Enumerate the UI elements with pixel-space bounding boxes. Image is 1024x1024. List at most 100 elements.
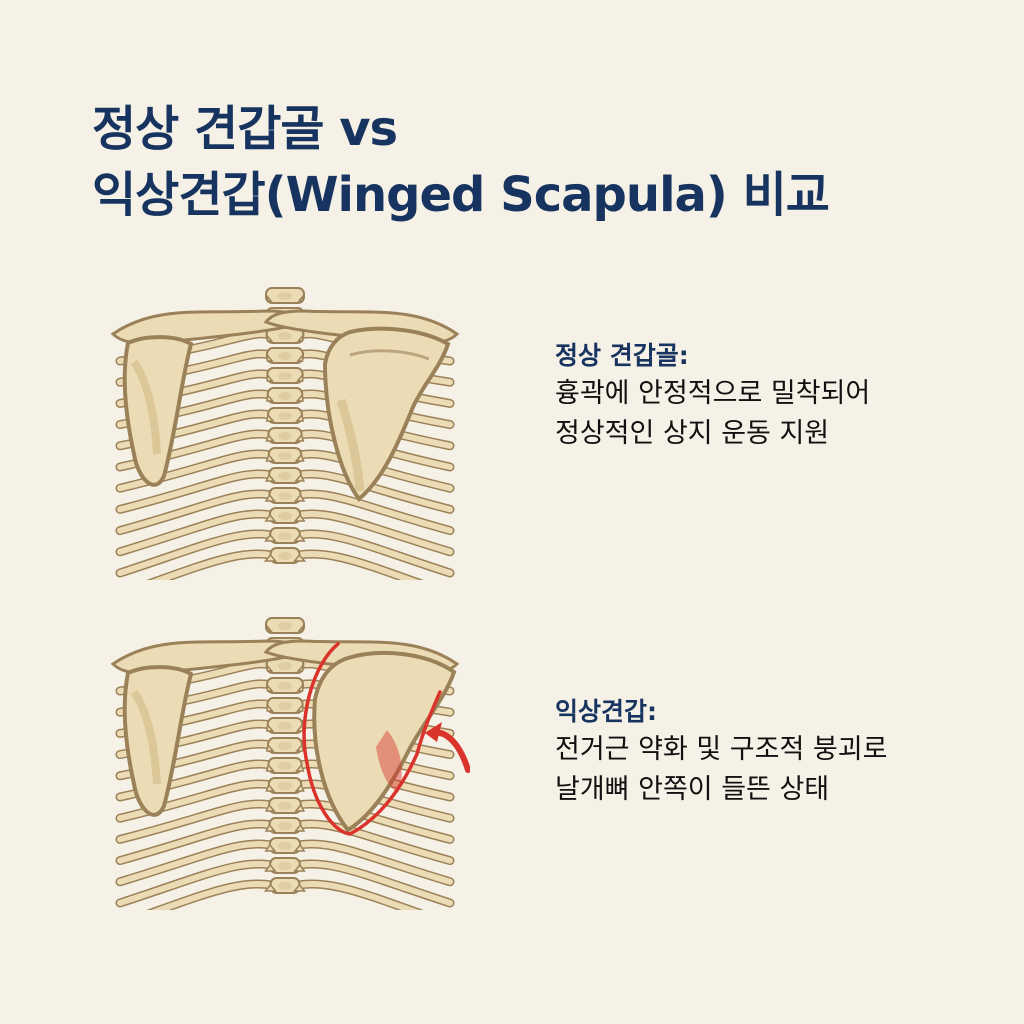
- vertebra-left-process: [265, 413, 275, 422]
- vertebra-left-process: [265, 743, 275, 752]
- vertebra-left-process: [265, 783, 276, 792]
- vertebra-left-process: [266, 682, 274, 692]
- vertebra-shading: [278, 372, 292, 380]
- vertebra-right-process: [295, 413, 305, 422]
- vertebra-left-process: [266, 703, 275, 712]
- vertebra-shading: [278, 622, 292, 630]
- vertebra-shading: [278, 742, 292, 750]
- vertebra-shading: [278, 352, 292, 360]
- vertebra-left-process: [265, 662, 274, 672]
- vertebra-right-process: [295, 393, 304, 402]
- vertebra-shading: [278, 292, 292, 300]
- title-line-2: 익상견갑(Winged Scapula) 비교: [92, 167, 830, 223]
- vertebra-shading: [278, 492, 292, 500]
- title-line-1: 정상 견갑골 vs: [92, 101, 398, 157]
- right-scapula-spine: [349, 349, 430, 361]
- vertebra-left-process: [265, 453, 276, 462]
- vertebra-shading: [278, 552, 292, 560]
- vertebra-left-process: [264, 823, 277, 832]
- winged-scapula-illustration: [100, 610, 470, 910]
- vertebra-left-process: [266, 723, 275, 732]
- vertebra-shading: [278, 702, 292, 710]
- curved-arrow-head-icon: [425, 722, 442, 742]
- vertebra-left-process: [264, 473, 276, 482]
- vertebra-right-process: [295, 703, 304, 712]
- vertebra-right-process: [292, 883, 307, 892]
- vertebra-right-process: [295, 373, 304, 382]
- vertebra-shading: [278, 662, 292, 670]
- vertebra-left-process: [263, 553, 278, 562]
- normal-scapula-illustration: [100, 280, 470, 580]
- vertebra-shading: [278, 682, 292, 690]
- vertebra-left-process: [266, 373, 275, 382]
- page-title: 정상 견갑골 vs 익상견갑(Winged Scapula) 비교: [92, 96, 972, 228]
- normal-scapula-caption: 정상 견갑골: 흉곽에 안정적으로 밀착되어 정상적인 상지 운동 지원: [555, 338, 985, 454]
- vertebra-shading: [278, 722, 292, 730]
- vertebra-shading: [278, 532, 292, 540]
- vertebra-left-process: [265, 624, 273, 632]
- vertebra-shading: [278, 882, 292, 890]
- winged-caption-heading: 익상견갑:: [555, 697, 657, 726]
- vertebra-left-process: [265, 332, 274, 342]
- vertebra-right-process: [296, 332, 305, 342]
- vertebra-right-process: [293, 513, 306, 522]
- vertebra-right-process: [293, 863, 306, 872]
- vertebra-left-process: [266, 352, 274, 362]
- vertebra-right-process: [294, 763, 305, 772]
- vertebra-right-process: [295, 743, 305, 752]
- vertebra-right-process: [297, 624, 305, 632]
- vertebra-shading: [278, 392, 292, 400]
- vertebra-shading: [278, 512, 292, 520]
- vertebra-shading: [278, 332, 292, 340]
- vertebra-right-process: [294, 433, 305, 442]
- vertebra-left-process: [264, 533, 277, 542]
- normal-caption-line-1: 흉곽에 안정적으로 밀착되어: [555, 378, 871, 409]
- vertebra-right-process: [296, 682, 304, 692]
- vertebra-left-process: [264, 803, 276, 812]
- vertebra-left-process: [264, 513, 277, 522]
- vertebra-right-process: [293, 533, 306, 542]
- vertebra-left-process: [264, 843, 277, 852]
- vertebra-left-process: [266, 393, 275, 402]
- vertebra-right-process: [293, 843, 306, 852]
- vertebra-shading: [278, 822, 292, 830]
- vertebra-right-process: [294, 803, 306, 812]
- normal-caption-line-2: 정상적인 상지 운동 지원: [555, 418, 830, 449]
- winged-rib-cage-svg: [110, 617, 470, 910]
- normal-rib-cage-svg: [110, 287, 460, 580]
- vertebra-right-process: [294, 453, 305, 462]
- vertebra-shading: [278, 452, 292, 460]
- vertebra-left-process: [264, 493, 277, 502]
- winged-right-scapula: [312, 650, 457, 833]
- vertebra-shading: [278, 472, 292, 480]
- left-scapula-shading: [130, 689, 161, 785]
- vertebra-shading: [278, 802, 292, 810]
- vertebra-shading: [278, 782, 292, 790]
- vertebra-left-process: [263, 883, 278, 892]
- vertebra-right-process: [296, 662, 305, 672]
- right-scapula-shading: [336, 398, 365, 492]
- winged-scapula-outline: [302, 642, 442, 836]
- vertebra-right-process: [294, 473, 306, 482]
- left-scapula-shading: [130, 359, 161, 455]
- vertebra-shading: [278, 862, 292, 870]
- vertebra-shading: [278, 412, 292, 420]
- vertebra-left-process: [265, 294, 273, 302]
- vertebra-right-process: [296, 352, 304, 362]
- winged-caption-line-2: 날개뼈 안쪽이 들뜬 상태: [555, 774, 830, 805]
- vertebra-right-process: [293, 823, 306, 832]
- vertebra-left-process: [265, 433, 276, 442]
- normal-caption-heading: 정상 견갑골:: [555, 341, 689, 370]
- vertebra-right-process: [292, 553, 307, 562]
- winged-scapula-caption: 익상견갑: 전거근 약화 및 구조적 붕괴로 날개뼈 안쪽이 들뜬 상태: [555, 694, 985, 810]
- winged-caption-line-1: 전거근 약화 및 구조적 붕괴로: [555, 734, 888, 765]
- vertebra-left-process: [264, 863, 277, 872]
- vertebra-right-process: [293, 493, 306, 502]
- vertebra-right-process: [297, 294, 305, 302]
- vertebra-shading: [278, 842, 292, 850]
- vertebra-left-process: [265, 763, 276, 772]
- vertebra-shading: [278, 762, 292, 770]
- vertebra-right-process: [294, 783, 305, 792]
- winged-scapula-red-shading: [376, 730, 402, 793]
